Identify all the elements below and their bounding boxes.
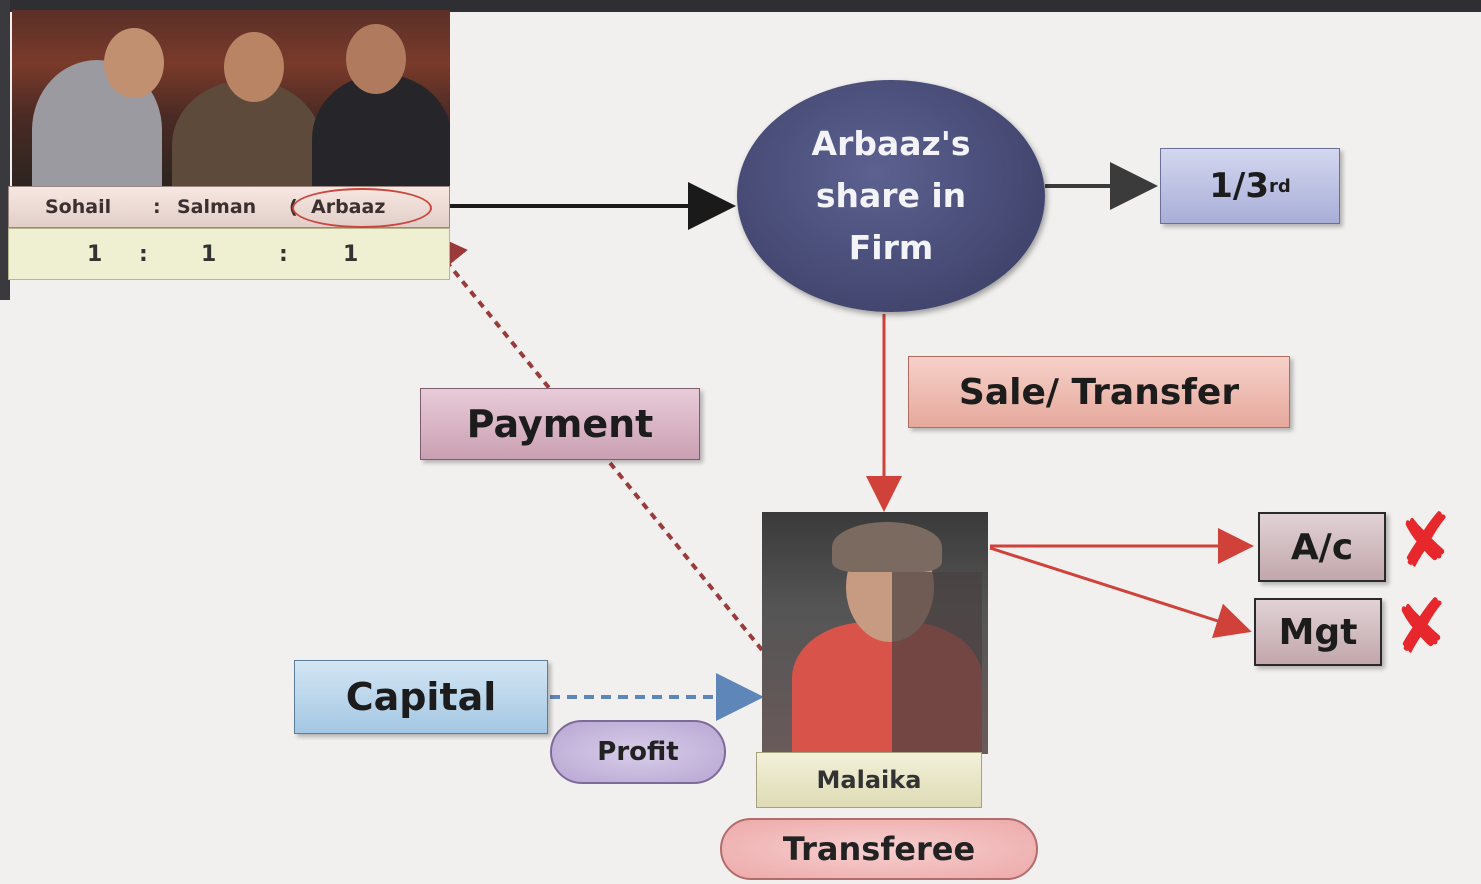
capital-box: Capital	[294, 660, 548, 734]
partner-name-sohail: Sohail	[45, 196, 112, 218]
capital-label: Capital	[345, 675, 497, 719]
brothers-photo	[12, 10, 450, 188]
profit-cloud: Profit	[550, 720, 726, 784]
accounts-right-label: A/c	[1290, 526, 1354, 568]
profit-label: Profit	[597, 737, 679, 767]
profit-sharing-ratio: 1 : 1 : 1	[8, 228, 450, 280]
denied-cross-icon: ✘	[1386, 582, 1457, 672]
malaika-photo	[762, 512, 988, 754]
sale-transfer-box: Sale/ Transfer	[908, 356, 1290, 428]
management-right-label: Mgt	[1278, 611, 1358, 653]
node-line: Arbaaz's	[811, 124, 971, 163]
node-line: share in	[815, 176, 967, 215]
payment-box: Payment	[420, 388, 700, 460]
denied-cross-icon: ✘	[1390, 496, 1461, 586]
share-fraction-suffix: rd	[1268, 175, 1291, 197]
transferee-cloud: Transferee	[720, 818, 1038, 880]
ratio-value: 1	[343, 242, 359, 267]
management-right-box: Mgt	[1254, 598, 1382, 666]
ratio-value: 1	[201, 242, 217, 267]
arrow-payment-to-arbaaz	[418, 227, 764, 652]
malaika-label: Malaika	[816, 766, 922, 794]
sale-transfer-label: Sale/ Transfer	[958, 371, 1240, 413]
share-fraction: 1/3	[1209, 166, 1269, 206]
partner-name-salman: Salman	[177, 196, 257, 218]
transferee-label: Transferee	[782, 830, 976, 868]
malaika-label-box: Malaika	[756, 752, 982, 808]
ratio-value: 1	[87, 242, 103, 267]
top-border	[0, 0, 1481, 12]
node-line: Firm	[848, 228, 934, 267]
ratio-separator: :	[279, 242, 288, 267]
ratio-separator: :	[139, 242, 148, 267]
left-border	[0, 0, 10, 300]
names-separator: :	[153, 196, 161, 218]
accounts-right-box: A/c	[1258, 512, 1386, 582]
payment-label: Payment	[466, 402, 654, 446]
arbaaz-share-node: Arbaaz's share in Firm	[737, 80, 1045, 312]
arbaaz-highlight	[292, 188, 432, 228]
arrow-malaika-to-mgt	[989, 546, 1252, 638]
